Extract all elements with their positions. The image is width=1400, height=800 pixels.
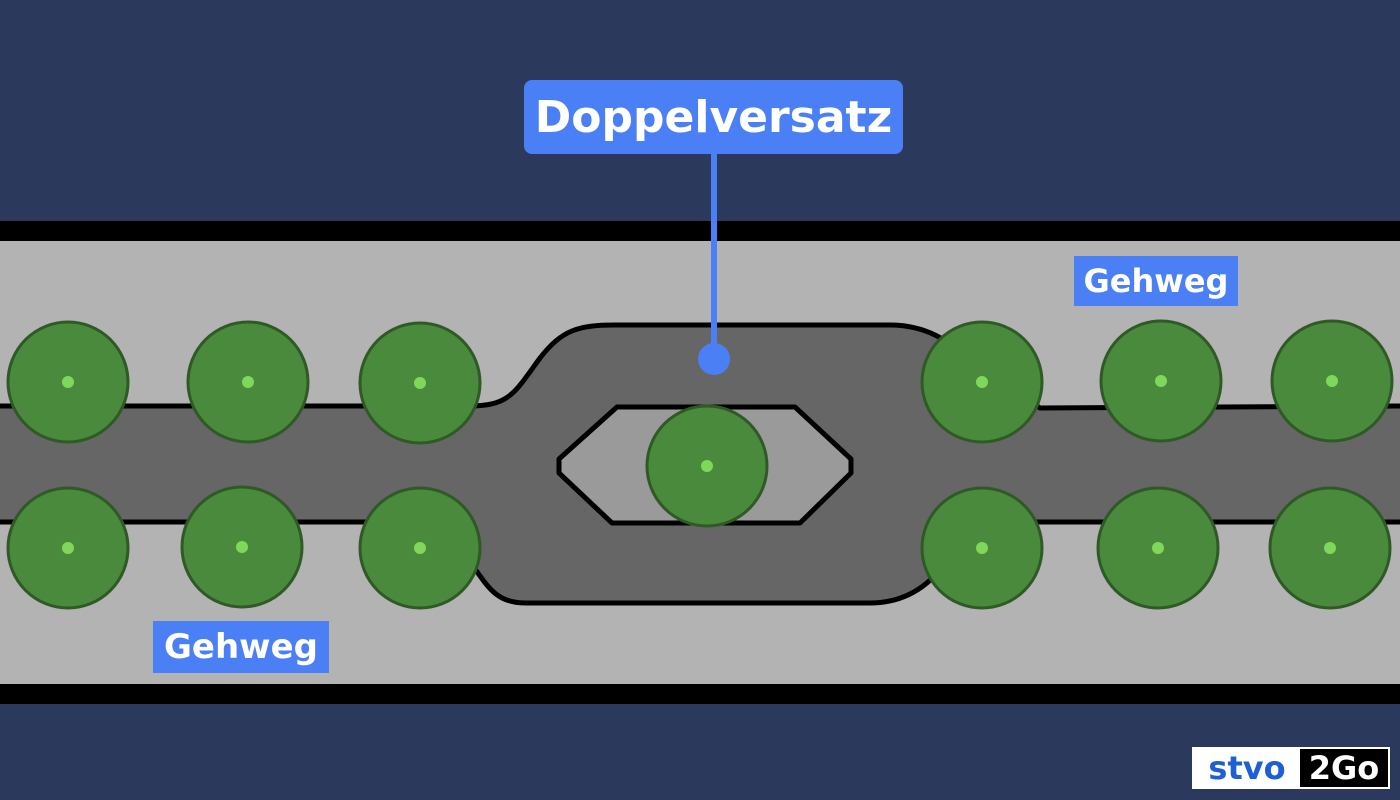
tree — [6, 486, 130, 610]
callout-dot — [698, 343, 730, 375]
brand-logo: stvo 2Go — [1192, 747, 1390, 789]
logo-part-2go: 2Go — [1300, 749, 1388, 787]
tree — [920, 486, 1044, 610]
title-label: Doppelversatz — [524, 80, 903, 154]
tree — [6, 320, 130, 444]
tree — [920, 320, 1044, 444]
tree — [358, 321, 482, 445]
tree — [180, 485, 304, 609]
tree — [645, 404, 769, 528]
sidewalk-label-top: Gehweg — [1074, 256, 1238, 306]
curb-bottom — [0, 684, 1400, 704]
tree — [186, 320, 310, 444]
curb-top — [0, 221, 1400, 241]
tree — [1099, 319, 1223, 443]
logo-part-stvo: stvo — [1194, 749, 1300, 787]
tree — [358, 486, 482, 610]
tree — [1268, 486, 1392, 610]
tree — [1270, 319, 1394, 443]
tree — [1096, 486, 1220, 610]
sidewalk-label-bottom: Gehweg — [153, 621, 329, 673]
